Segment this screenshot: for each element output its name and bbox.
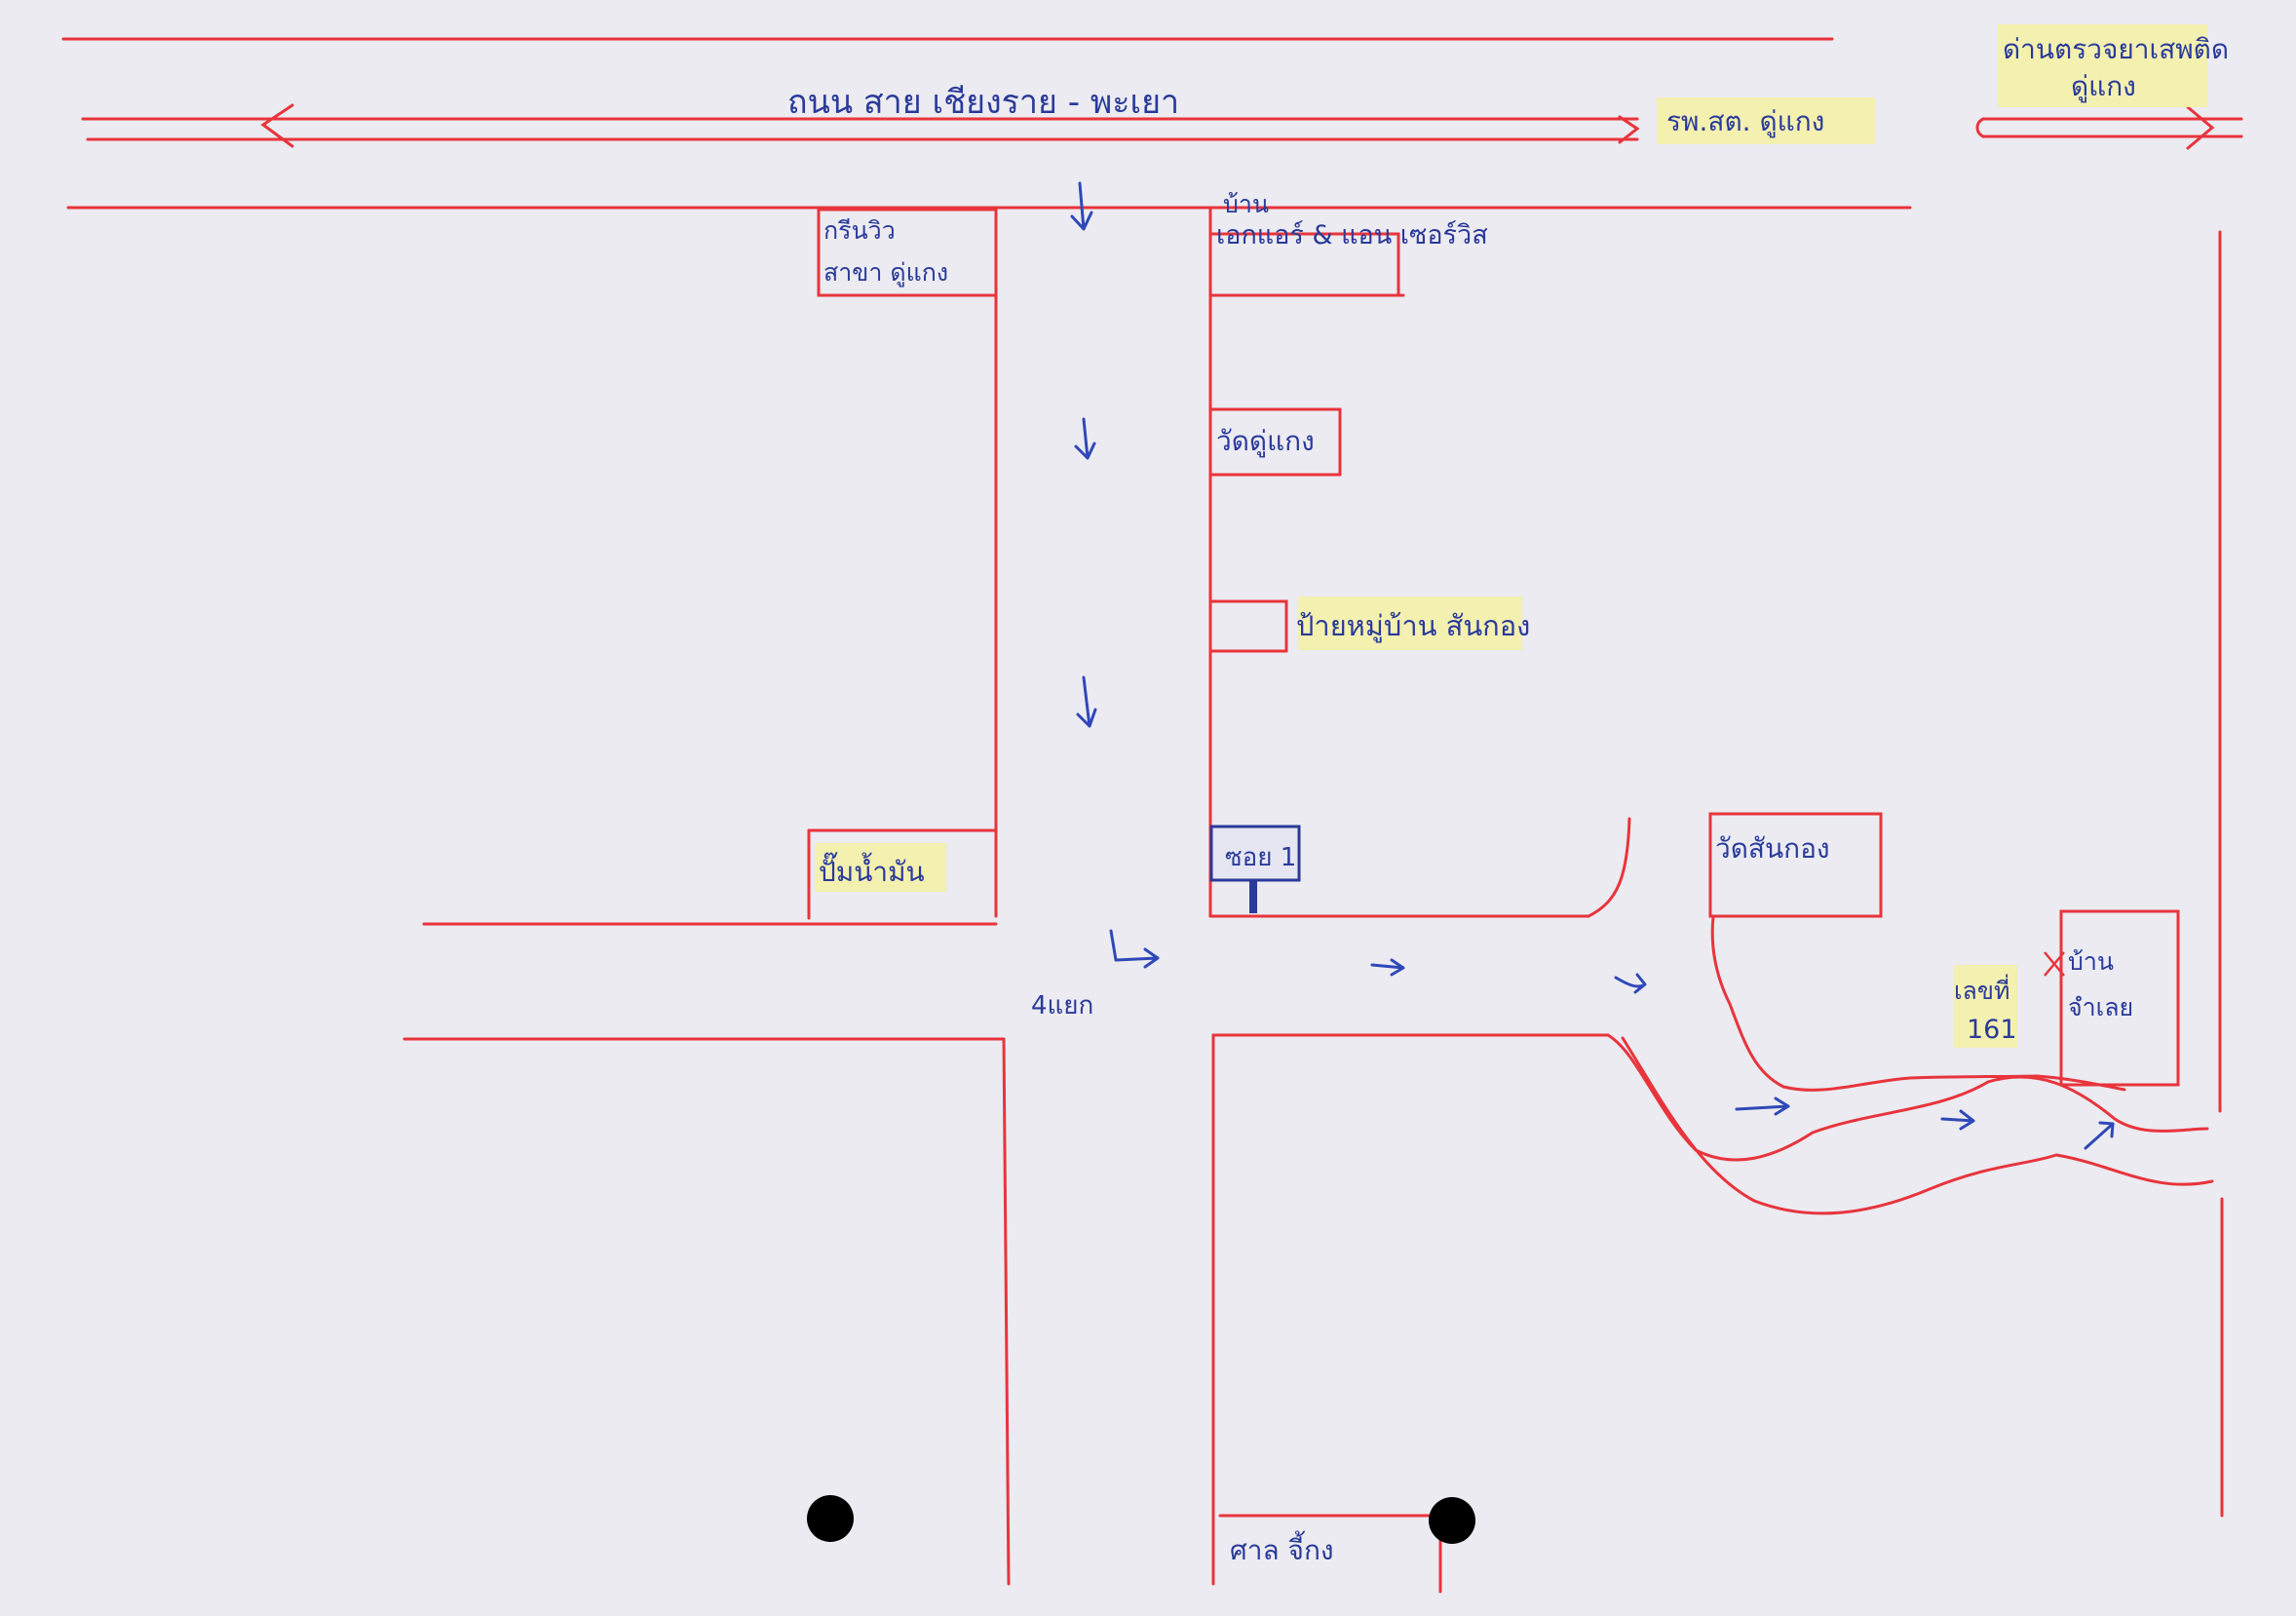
main-road-label: ถนน สาย เชียงราย - พะเยา [787, 83, 1179, 122]
punch-hole-right [1429, 1497, 1475, 1544]
shrine-label: ศาล จี้กง [1230, 1530, 1334, 1566]
temple-dukaeng-label: วัดดู่แกง [1216, 425, 1315, 458]
house-number-value: 161 [1967, 1015, 2017, 1045]
house-top-label-line1: บ้าน [1223, 190, 1269, 218]
left-shop-box [817, 208, 998, 297]
village-sign-box [1208, 599, 1288, 653]
checkpoint-label-line2: ดู่แกง [2071, 70, 2136, 103]
punch-hole-left [807, 1495, 854, 1542]
temple-sankong-box [1708, 812, 1883, 918]
house-number-highlight [1954, 965, 2017, 1048]
house-location-marker [2044, 951, 2065, 977]
defendant-house-box [2059, 909, 2180, 1087]
left-shop-label-line2: สาขา ดู่แกง [823, 258, 948, 288]
defendant-house-label-line1: บ้าน [2068, 947, 2114, 976]
main-road [61, 37, 1912, 210]
direction-arrows [1070, 181, 2115, 1150]
defendant-house-label-line2: จำเลย [2068, 993, 2133, 1021]
house-number-title: เลขที่ [1954, 974, 2009, 1005]
village-sign-label: ป้ายหมู่บ้าน สันกอง [1296, 609, 1530, 643]
hospital-label: รพ.สต. ดู่แกง [1666, 105, 1824, 138]
checkpoint-road [1975, 105, 2243, 150]
checkpoint-highlight [1998, 24, 2207, 107]
water-pump-highlight [815, 843, 946, 892]
temple-sankong-label: วัดสันกอง [1715, 832, 1830, 865]
hospital-highlight [1657, 97, 1876, 144]
checkpoint-label-line1: ด่านตรวจยาเสพติด [2003, 33, 2229, 65]
village-sign-highlight [1298, 596, 1522, 650]
intersection-label: 4แยก [1031, 991, 1093, 1020]
soi-sign-label: ซอย 1 [1225, 843, 1296, 872]
water-pump-label: ปั๊มน้ำมัน [819, 852, 925, 888]
side-road [402, 208, 1631, 1586]
soi-sign-box [1209, 825, 1301, 882]
house-top-box [1208, 232, 1400, 297]
temple-dukaeng-box [1208, 407, 1342, 477]
soi-sign-post [1249, 880, 1257, 913]
winding-road [1606, 230, 2224, 1518]
house-top-label-line2: เอกแอร์ & แอน เซอร์วิส [1216, 219, 1488, 250]
left-shop-label-line1: กรีนวิว [823, 216, 896, 245]
